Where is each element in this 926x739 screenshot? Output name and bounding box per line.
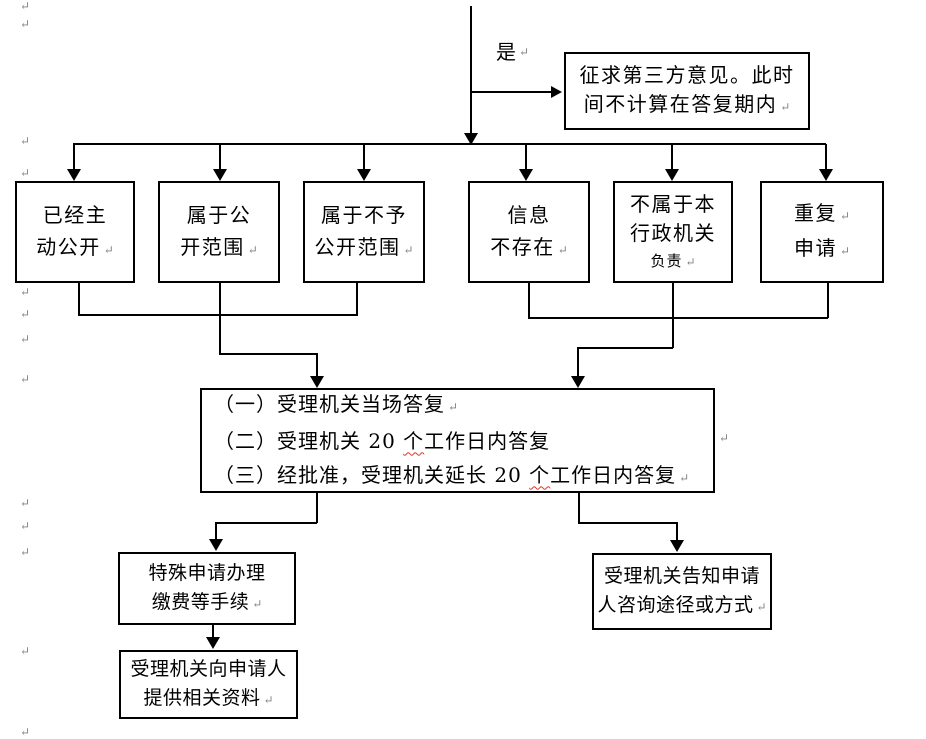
stem-box6 (825, 144, 827, 170)
merge-left-bar (78, 314, 358, 316)
paragraph-mark-icon: ↵ (20, 0, 31, 13)
arrowhead-provide-icon (206, 637, 220, 649)
paragraph-mark-icon: ↵ (103, 242, 114, 257)
merge-left-drop (316, 353, 318, 377)
merge-right-stem4 (528, 283, 530, 318)
connector-distribution-bar (73, 143, 826, 145)
paragraph-mark-icon: ↵ (20, 725, 31, 739)
box-third-party-opinion[interactable]: 征求第三方意见。此时 间不计算在答复期内↵ (564, 52, 810, 130)
box-inform-channel[interactable]: 受理机关告知申请 人咨询途径或方式↵ (592, 553, 772, 630)
paragraph-mark-icon: ↵ (557, 242, 568, 257)
provide-stem (212, 625, 214, 638)
paragraph-mark-icon: ↵ (20, 644, 31, 658)
box-special-procedure[interactable]: 特殊申请办理 缴费等手续↵ (118, 552, 296, 625)
paragraph-mark-icon: ↵ (247, 242, 258, 257)
box-provide-materials[interactable]: 受理机关向申请人 提供相关资料↵ (119, 650, 298, 719)
inform-drop (578, 493, 580, 523)
paragraph-mark-icon: ↵ (839, 244, 851, 258)
stem-box5 (671, 144, 673, 170)
merge-left-stem2 (219, 283, 221, 354)
paragraph-mark-icon: ↵ (839, 209, 851, 223)
paragraph-mark-icon: ↵ (252, 596, 263, 611)
paragraph-mark-icon: ↵ (448, 399, 459, 414)
merge-right-stem5 (672, 283, 674, 348)
box-not-this-agency[interactable]: 不属于本 行政机关 负责↵ (613, 181, 733, 283)
arrowhead-third-party-icon (551, 86, 562, 98)
arrowhead-box1-icon (67, 169, 81, 181)
box-already-public[interactable]: 已经主 动公开↵ (15, 181, 135, 283)
paragraph-mark-icon: ↵ (20, 307, 31, 321)
arrowhead-box2-icon (213, 169, 227, 181)
paragraph-mark-icon: ↵ (685, 254, 696, 269)
arrowhead-box6-icon (819, 169, 833, 181)
paragraph-mark-icon: ↵ (20, 519, 31, 533)
box-info-not-exist[interactable]: 信息 不存在↵ (468, 181, 590, 283)
paragraph-mark-icon: ↵ (20, 17, 31, 31)
paragraph-mark-icon: ↵ (403, 242, 414, 257)
box-within-public-scope[interactable]: 属于公 开范围↵ (158, 181, 280, 283)
special-elbow (215, 522, 317, 524)
inform-elbow (578, 522, 677, 524)
merge-left-stem3 (356, 283, 358, 315)
paragraph-mark-icon: ↵ (20, 545, 31, 559)
merge-right-drop (577, 347, 579, 377)
merge-left-stem1 (78, 283, 80, 315)
paragraph-mark-icon: ↵ (20, 134, 31, 148)
paragraph-mark-icon: ↵ (20, 166, 31, 180)
arrowhead-box3-icon (357, 169, 371, 181)
paragraph-mark-icon: ↵ (756, 599, 767, 614)
stem-box4 (525, 144, 527, 170)
arrowhead-inform-icon (670, 540, 684, 552)
merge-right-bar (528, 317, 828, 319)
box-reply-methods[interactable]: （一）受理机关当场答复↵ （二）受理机关 20 个工作日内答复 （三）经批准，受… (200, 388, 715, 493)
spellcheck-squiggle: 个 (403, 428, 425, 453)
box-not-public-scope[interactable]: 属于不予 公开范围↵ (303, 181, 425, 283)
paragraph-mark-icon: ↵ (20, 372, 31, 386)
arrowhead-reply-left-icon (310, 376, 324, 388)
paragraph-mark-icon: ↵ (263, 692, 274, 707)
inform-stem (676, 522, 678, 541)
paragraph-mark-icon: ↵ (20, 285, 31, 299)
stem-box2 (219, 144, 221, 170)
connector-to-third-party (471, 91, 552, 93)
paragraph-mark-icon: ↵ (20, 496, 31, 510)
merge-right-elbow (577, 347, 673, 349)
paragraph-mark-icon: ↵ (780, 99, 791, 114)
paragraph-mark-icon: ↵ (519, 45, 530, 59)
arrowhead-box5-icon (665, 169, 679, 181)
paragraph-mark-icon: ↵ (679, 470, 690, 485)
merge-left-elbow (219, 353, 317, 355)
arrowhead-reply-right-icon (571, 376, 585, 388)
spellcheck-squiggle: 个 (529, 462, 551, 487)
connector-main-incoming (470, 6, 472, 134)
stem-box1 (73, 144, 75, 170)
stem-box3 (363, 144, 365, 170)
merge-right-stem6 (827, 283, 829, 318)
paragraph-mark-icon: ↵ (719, 431, 730, 445)
yes-branch-label: 是↵ (496, 40, 530, 64)
special-stem (215, 522, 217, 540)
arrowhead-special-icon (209, 539, 223, 551)
box-repeat-application[interactable]: 重复↵ 申请↵ (760, 181, 884, 283)
arrowhead-box4-icon (519, 169, 533, 181)
special-drop (316, 493, 318, 523)
paragraph-mark-icon: ↵ (20, 332, 31, 346)
arrowhead-main-down-icon (464, 133, 478, 145)
